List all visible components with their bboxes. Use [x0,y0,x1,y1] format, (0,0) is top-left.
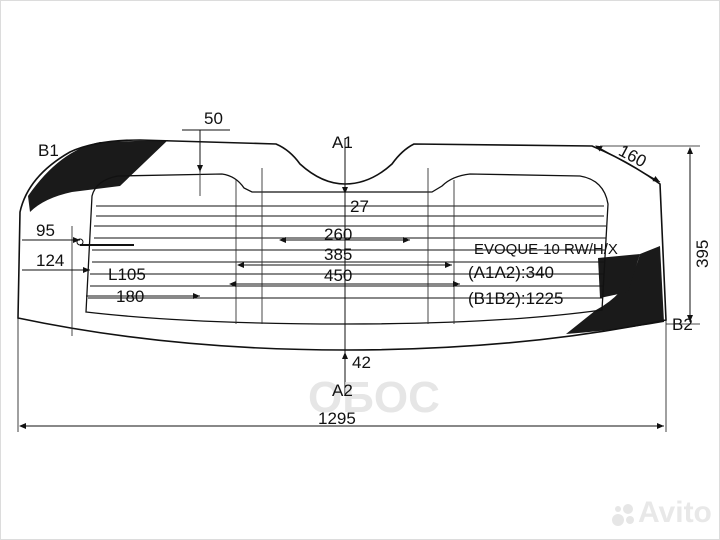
label-a1: A1 [332,133,353,152]
black-print-top-left [28,140,168,212]
heating-grid-border [85,173,609,325]
label-dim-42: 42 [352,353,371,372]
label-dim-395: 395 [693,239,712,268]
dim-160-line [595,145,661,183]
label-dim-95: 95 [36,221,55,240]
label-dim-260: 260 [324,225,353,244]
label-model: EVOQUE-10 RW/H/X [474,241,618,258]
label-dim-27: 27 [350,197,369,216]
label-dim-50: 50 [204,109,223,128]
reference-lines [71,140,455,336]
watermark-avito: Avito [638,496,712,529]
glass-outline [17,139,667,351]
label-b1b2: (B1B2):1225 [468,289,564,308]
label-dim-450: 450 [324,266,353,285]
label-b1: B1 [38,141,59,160]
black-print-bottom-right [566,246,664,334]
label-dim-124: 124 [36,251,65,270]
label-dim-385: 385 [324,245,353,264]
label-dim-1295: 1295 [318,409,356,428]
label-dim-180: 180 [116,287,145,306]
label-a2: A2 [332,381,353,400]
watermark-oboc: ОБОС [308,373,440,422]
label-l105: L105 [108,265,146,284]
avito-logo-icon [612,504,634,526]
label-a1a2: (A1A2):340 [468,263,554,282]
black-print-right-edge [598,254,640,298]
label-b2: B2 [672,315,693,334]
